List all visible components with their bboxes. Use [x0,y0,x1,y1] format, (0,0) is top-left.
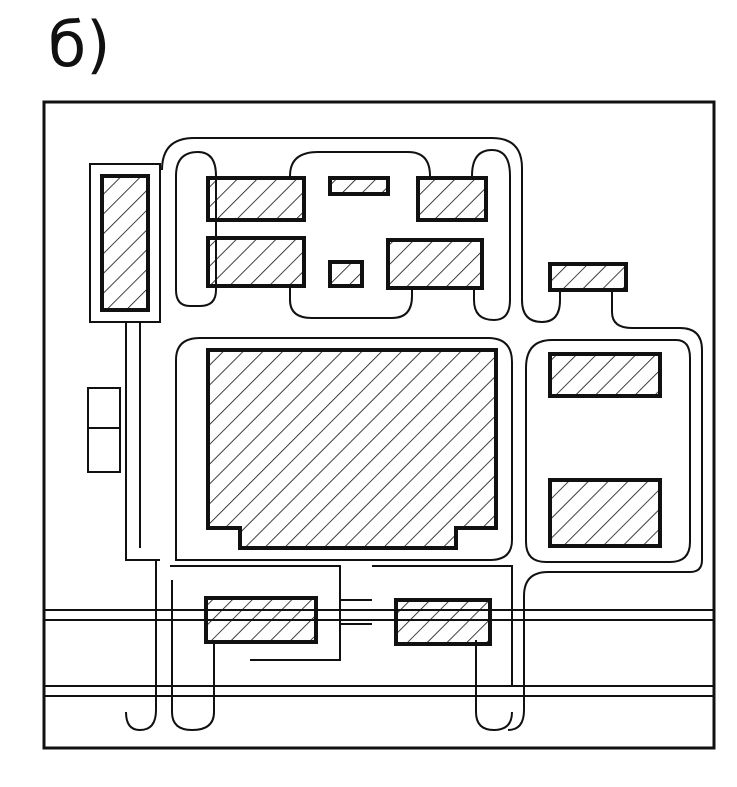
building-small-square [328,260,364,288]
road-north-center [289,151,431,319]
site-boundary [42,100,716,750]
road-south-loop-left [171,580,215,732]
building-west [100,174,150,312]
road-south-right [372,565,513,686]
road-north-outer [161,137,561,324]
buildings [100,174,662,646]
road-east-connector [507,292,703,731]
building-nw-1 [206,176,306,222]
road-west-vertical-3 [125,560,157,732]
railway-lines [44,609,714,697]
road-south-left [170,565,341,661]
gate-block-1 [87,387,121,429]
road-network [87,137,703,732]
road-south-loop-right [475,640,513,732]
building-ne-1 [416,176,488,222]
building-south-1 [204,596,318,644]
building-east-small [548,262,628,292]
building-main [206,348,498,550]
road-west-vertical-1 [125,322,160,561]
road-central-loop [175,337,513,561]
figure-label: б) [48,8,111,81]
road-west-strip [89,163,161,323]
building-nw-2 [206,236,306,288]
building-ne-2 [386,238,484,290]
building-east-2 [548,478,662,548]
building-east-1 [548,352,662,398]
road-east-loop [525,339,691,563]
building-south-2 [394,598,492,646]
road-north-inner [175,150,217,307]
building-n-small [328,176,390,196]
road-north-right [471,148,511,322]
gate-block-2 [87,427,121,473]
road-south-link [340,599,372,625]
